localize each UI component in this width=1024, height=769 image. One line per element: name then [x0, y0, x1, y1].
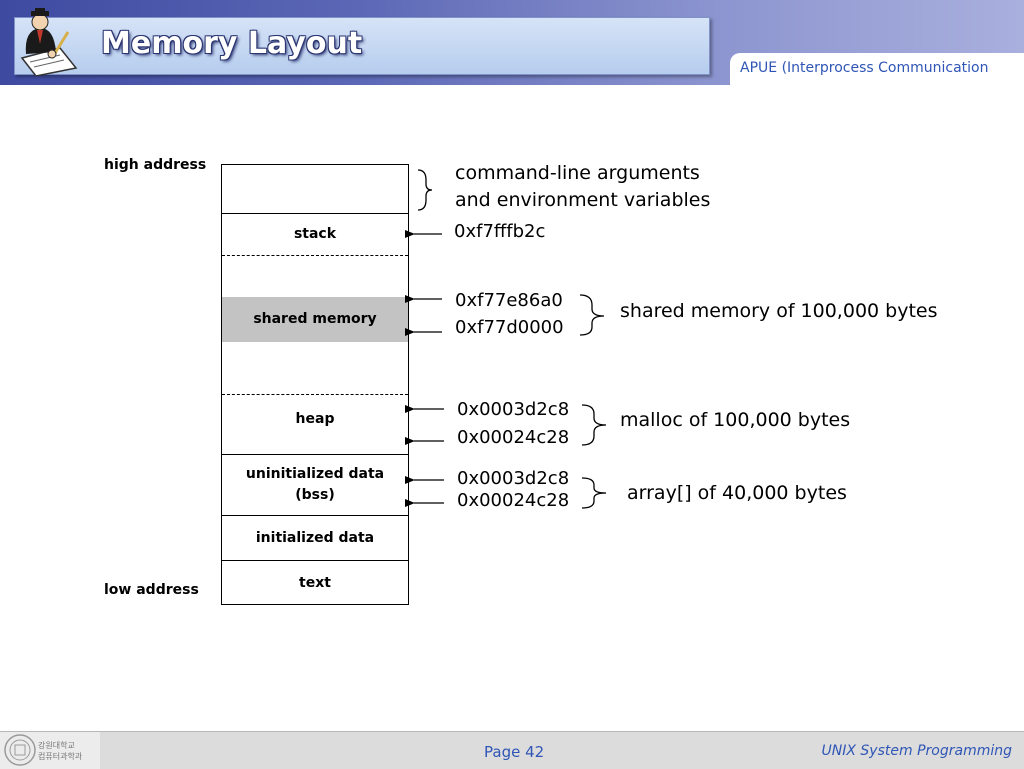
address-heap-lo: 0x00024c28	[457, 427, 570, 448]
address-shm-lo: 0xf77d0000	[455, 317, 564, 338]
segment-text: text	[299, 575, 331, 591]
logo-line-1: 강원대학교	[38, 741, 75, 750]
writer-clipart-icon	[20, 8, 78, 76]
course-title: UNIX System Programming	[821, 743, 1012, 759]
array-desc: array[] of 40,000 bytes	[627, 482, 847, 504]
segment-args-env	[222, 165, 408, 214]
subtitle-tab: APUE (Interprocess Communication	[730, 53, 1024, 85]
address-heap-hi: 0x0003d2c8	[457, 399, 570, 420]
args-env-desc-line1: command-line arguments	[455, 162, 700, 184]
logo-line-2: 컴퓨터과학과	[38, 752, 83, 761]
brace-args	[417, 169, 433, 211]
address-bss-hi: 0x0003d2c8	[457, 468, 570, 489]
address-bss-lo: 0x00024c28	[457, 490, 570, 511]
memory-column: stack shared memory heap uninitialized d…	[221, 164, 409, 605]
segment-initialized-data: initialized data	[222, 516, 408, 561]
segment-shared-memory: shared memory	[222, 297, 408, 342]
slide-title: Memory Layout	[101, 26, 363, 61]
address-stack-top: 0xf7fffb2c	[454, 221, 546, 242]
brace-shm	[579, 294, 605, 336]
slide-footer: 강원대학교 컴퓨터과학과 Page 42 UNIX System Program…	[0, 731, 1024, 769]
page-number: Page 42	[484, 743, 545, 761]
segment-stack: stack	[222, 214, 408, 256]
segment-heap: heap	[222, 395, 408, 455]
malloc-desc: malloc of 100,000 bytes	[620, 409, 851, 431]
low-address-label: low address	[104, 582, 199, 598]
brace-malloc	[581, 404, 607, 446]
segment-gap-lower	[222, 342, 408, 395]
shared-memory-desc: shared memory of 100,000 bytes	[620, 300, 938, 322]
args-env-desc-line2: and environment variables	[455, 189, 711, 211]
segment-bss: uninitialized data (bss)	[222, 455, 408, 516]
university-name: 강원대학교 컴퓨터과학과	[38, 740, 82, 762]
title-banner: Memory Layout	[14, 17, 710, 75]
high-address-label: high address	[104, 157, 207, 173]
slide-header: Memory Layout APUE (Interprocess Communi…	[0, 0, 1024, 85]
university-logo: 강원대학교 컴퓨터과학과	[0, 732, 100, 769]
university-seal-icon	[4, 734, 36, 766]
address-shm-hi: 0xf77e86a0	[455, 290, 563, 311]
brace-array	[581, 477, 607, 509]
slide-subtitle: APUE (Interprocess Communication	[740, 60, 989, 76]
